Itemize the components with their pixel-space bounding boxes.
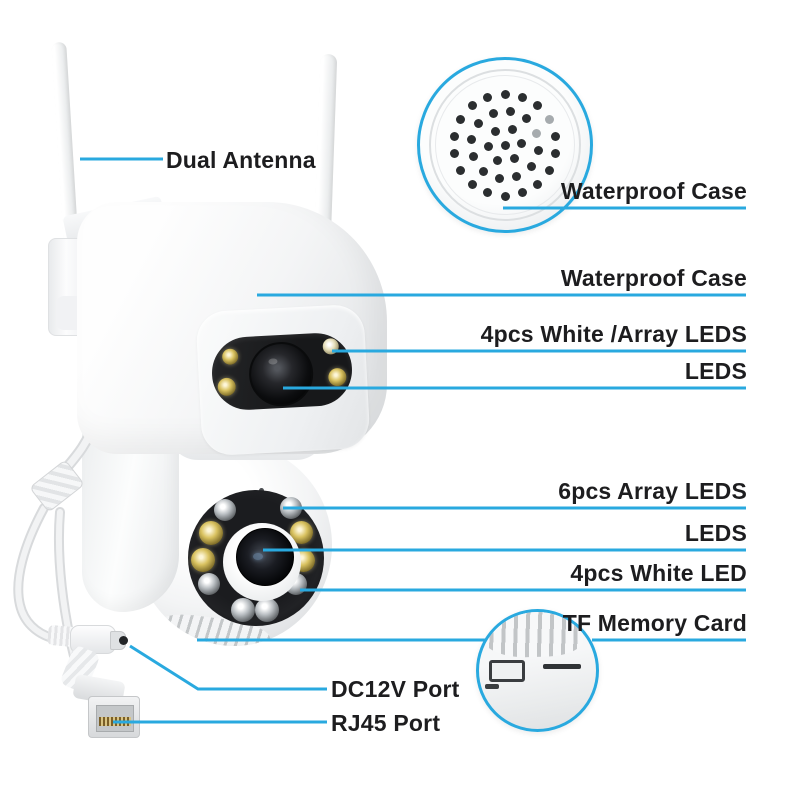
speaker-hole (494, 173, 504, 183)
tf-card-slot (489, 660, 525, 682)
label-waterproof-case-top: Waterproof Case (560, 178, 747, 204)
tf-slot-dash (485, 684, 499, 689)
led-white-icon (231, 598, 255, 622)
speaker-grille-inset (417, 57, 593, 233)
speaker-hole (500, 140, 510, 150)
speaker-hole (450, 131, 460, 141)
grille-groove-ring (429, 69, 581, 221)
speaker-hole (506, 107, 516, 117)
speaker-hole (468, 152, 478, 162)
speaker-hole (526, 162, 536, 172)
speaker-hole (456, 166, 466, 175)
housing-arm (82, 424, 179, 612)
speaker-hole (510, 154, 520, 164)
speaker-hole (450, 149, 460, 159)
tf-slot-inset (476, 609, 599, 732)
callout-line-dc12v (129, 644, 327, 691)
speaker-hole (467, 179, 477, 189)
speaker-hole (533, 101, 543, 111)
label-dual-antenna: Dual Antenna (166, 147, 316, 173)
dc-port-hole (119, 636, 128, 645)
label-waterproof-case-body: Waterproof Case (560, 265, 747, 291)
led-white-icon (255, 598, 279, 622)
speaker-hole (517, 188, 527, 198)
speaker-hole (478, 166, 488, 176)
grille-groove-ring (435, 75, 575, 215)
speaker-hole (488, 108, 498, 118)
speaker-hole (483, 188, 493, 198)
label-leds-lower: LEDS (684, 520, 747, 546)
speaker-hole (517, 92, 527, 102)
speaker-hole (512, 172, 522, 182)
speaker-hole (550, 131, 560, 141)
speaker-hole (517, 139, 527, 149)
label-tf-memory-card: TF Memory Card (562, 610, 747, 636)
speaker-hole (467, 101, 477, 111)
label-white-led: 4pcs White LED (570, 560, 747, 586)
label-array-leds: 6pcs Array LEDS (558, 478, 747, 504)
speaker-hole (507, 125, 517, 135)
led-yellow-icon (191, 548, 215, 572)
speaker-hole (493, 155, 503, 165)
lens-glint (253, 553, 263, 560)
camera-sphere (136, 444, 332, 646)
speaker-hole (522, 114, 532, 124)
led-yellow-icon (290, 521, 313, 544)
speaker-hole (467, 134, 477, 144)
speaker-hole (533, 146, 543, 156)
speaker-hole (500, 89, 510, 99)
label-rj45-port: RJ45 Port (331, 710, 441, 736)
led-white-icon (198, 573, 220, 595)
sphere-face-ring (188, 490, 324, 626)
rj45-connector-body (88, 696, 140, 738)
speaker-hole (533, 179, 543, 189)
case-slit (543, 664, 581, 669)
speaker-holes (420, 60, 590, 230)
label-leds-upper: LEDS (684, 358, 747, 384)
speaker-hole (483, 92, 493, 102)
led-yellow-icon (199, 521, 223, 545)
speaker-hole (544, 166, 554, 175)
speaker-hole (500, 191, 510, 201)
label-white-array-leds: 4pcs White /Array LEDS (480, 321, 747, 347)
speaker-hole (550, 149, 560, 159)
label-dc12v-port: DC12V Port (331, 676, 460, 702)
speaker-hole (474, 118, 484, 128)
speaker-hole (456, 115, 466, 124)
speaker-hole (532, 128, 542, 138)
speaker-hole (490, 126, 500, 136)
led-white-icon (214, 499, 236, 521)
sphere-lens (236, 528, 294, 586)
speaker-hole (544, 115, 554, 124)
speaker-hole (483, 141, 493, 151)
cable-dc (15, 505, 55, 641)
